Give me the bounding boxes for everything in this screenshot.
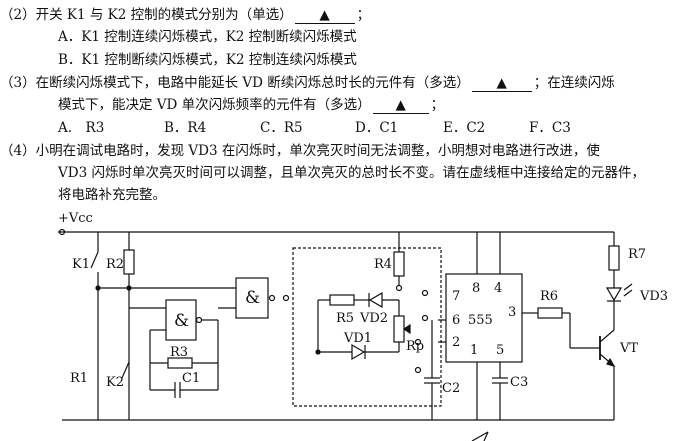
q2-option-b: B．K1 控制断续闪烁模式，K2 控制连续闪烁模式 [58, 52, 357, 68]
q3-option-e: E．C2 [443, 120, 486, 136]
q4-line1: （4）小明在调试电路时，发现 VD3 在闪烁时，单次亮灭时间无法调整，小明想对电… [0, 143, 600, 159]
pin6-label: 6 [452, 313, 460, 328]
q3-option-d: D．C1 [355, 120, 399, 136]
r2-resistor [123, 249, 135, 275]
q3-line2-suffix: ； [430, 97, 445, 113]
and-gate-2 [235, 277, 269, 319]
q2-suffix: ； [356, 7, 371, 23]
q3-line1-suffix: ；在连续闪烁 [533, 75, 615, 91]
k1-label: K1 [72, 257, 90, 272]
chip-name-label: 555 [468, 313, 493, 328]
q2-answer-blank[interactable]: ▲ [294, 8, 355, 24]
vd2-diode [368, 291, 383, 309]
r2-label: R2 [106, 257, 124, 272]
vd3-led [605, 287, 623, 302]
q2-line: （2）开关 K1 与 K2 控制的模式分别为（单选）▲； [0, 6, 370, 24]
vcc-terminal [58, 228, 66, 236]
vd1-diode [351, 343, 366, 361]
r7-resistor [608, 245, 620, 271]
k1-switch [90, 251, 99, 269]
r3-label: R3 [170, 345, 188, 360]
pin3-label: 3 [508, 305, 516, 320]
pin4-label: 4 [494, 281, 502, 296]
q3-line2: 模式下，能决定 VD 单次闪烁频率的元件有（多选）▲； [58, 96, 444, 114]
vd1-label: VD1 [343, 331, 372, 346]
r6-label: R6 [540, 289, 558, 304]
r4-label: R4 [374, 257, 392, 272]
q3-option-a: A. R3 [58, 120, 105, 136]
q3-line1: （3）在断续闪烁模式下，电路中能延长 VD 断续闪烁总时长的元件有（多选）▲；在… [0, 74, 615, 92]
pin2-label: 2 [452, 335, 460, 350]
q3-option-c: C．R5 [260, 120, 303, 136]
timer-555-chip [445, 273, 523, 363]
gate1-inverter-bubble [195, 316, 203, 324]
q3-answer-blank1[interactable]: ▲ [471, 76, 532, 92]
q2-option-a: A．K1 控制连续闪烁模式，K2 控制断续闪烁模式 [58, 29, 357, 45]
c1-label: C1 [182, 371, 200, 386]
c3-label: C3 [510, 375, 528, 390]
gate1-label: & [174, 311, 189, 331]
gate2-label: & [245, 288, 260, 308]
q3-option-f: F．C3 [529, 120, 571, 136]
pin1-label: 1 [470, 343, 478, 358]
rp-label: Rp [406, 339, 424, 354]
q4-line2: VD3 闪烁时单次亮灭时间可以调整，且单次亮灭的总时长不变。请在虚线框中连接给定… [58, 165, 645, 181]
q4-line3: 将电路补充完整。 [58, 187, 166, 203]
pin7-label: 7 [452, 289, 460, 304]
gate2-inverter-bubble [268, 294, 276, 302]
r4-resistor [393, 251, 405, 277]
q3-option-b: B．R4 [164, 120, 207, 136]
q2-prefix: （2）开关 K1 与 K2 控制的模式分别为（单选） [0, 7, 293, 23]
q3-line1-prefix: （3）在断续闪烁模式下，电路中能延长 VD 断续闪烁总时长的元件有（多选） [0, 75, 470, 91]
vcc-label: +Vcc [58, 211, 93, 226]
r1-label: R1 [70, 371, 88, 386]
vd2-label: VD2 [359, 311, 388, 326]
dashed-design-box [292, 247, 442, 407]
r7-label: R7 [628, 247, 646, 262]
r6-resistor [537, 307, 563, 319]
vd3-label: VD3 [639, 289, 668, 304]
r5-label: R5 [336, 311, 354, 326]
k2-switch [121, 361, 130, 379]
rp-potentiometer [393, 315, 405, 343]
r5-resistor [329, 294, 355, 306]
vt-label: VT [619, 341, 638, 356]
k2-label: K2 [106, 375, 124, 390]
q3-answer-blank2[interactable]: ▲ [372, 98, 429, 114]
pin5-label: 5 [496, 343, 504, 358]
c2-label: C2 [442, 381, 460, 396]
gate2-output-terminal [282, 294, 290, 302]
q3-line2-prefix: 模式下，能决定 VD 单次闪烁频率的元件有（多选） [58, 97, 371, 113]
pin8-label: 8 [472, 281, 480, 296]
